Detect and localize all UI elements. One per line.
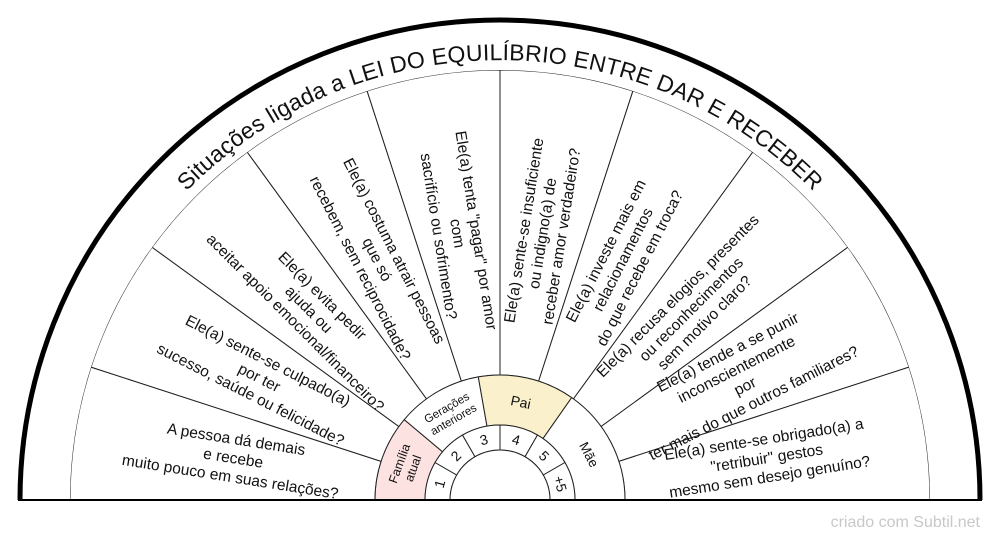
number-label: 4	[510, 431, 522, 449]
outer-arc	[17, 17, 983, 501]
wheel-sectors	[20, 20, 980, 501]
number-label: +5	[551, 474, 571, 494]
footer-credit: criado com Subtil.net	[830, 514, 980, 531]
wheel-outline	[17, 17, 983, 501]
pai-label: Pai	[509, 392, 532, 412]
number-label: 3	[478, 431, 490, 449]
inner-label-line: Pai	[509, 392, 532, 412]
number-label: 1	[431, 478, 449, 490]
center-hole	[449, 449, 551, 501]
segment-line: com	[446, 218, 467, 250]
title-band	[20, 20, 980, 500]
